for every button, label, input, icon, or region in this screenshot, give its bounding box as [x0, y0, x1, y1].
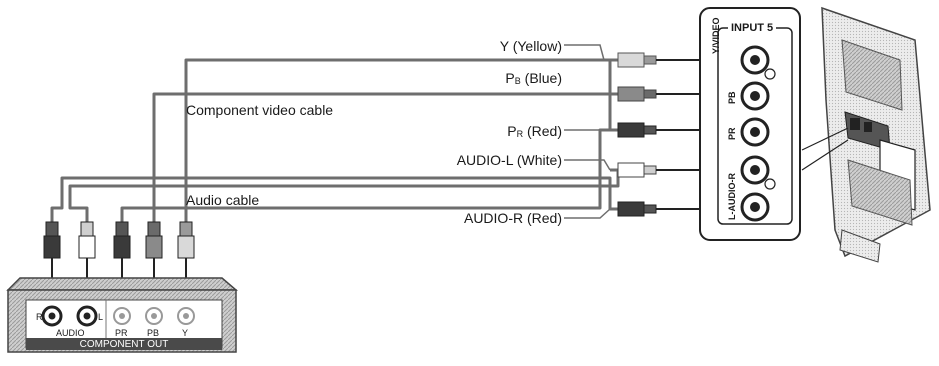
device-jack-audio-r — [41, 305, 63, 327]
cable-bundle-right — [600, 58, 618, 172]
plug-audio-l-tv — [617, 162, 710, 178]
plug-audio-r-tv — [617, 201, 710, 217]
pr-label-rest: (Red) — [523, 123, 562, 139]
device-label-pr: PR — [115, 328, 128, 338]
tv-jack-label-pr: PR — [727, 127, 737, 140]
cable-pr — [120, 128, 618, 222]
audio-cable-label: Audio cable — [186, 192, 260, 208]
device-label-pb: PB — [147, 328, 160, 338]
device-jack-audio-l — [76, 305, 98, 327]
pb-label-sub: B — [514, 76, 521, 86]
tv-jack-label-audio: L-AUDIO-R — [727, 173, 737, 220]
tv-illustration — [801, 6, 931, 263]
tv-jack-label-pb: PB — [727, 91, 737, 104]
pb-blue-label: PB (Blue) — [460, 70, 562, 89]
tv-side-plugs — [617, 52, 710, 217]
component-video-cable-label: Component video cable — [186, 102, 334, 118]
av-device — [6, 277, 239, 353]
tv-jack-pb — [740, 81, 770, 111]
device-jack-pr — [113, 307, 131, 325]
pr-label-sub: R — [516, 129, 524, 139]
tv-jack-label-y-video: Y/VIDEO — [711, 17, 721, 54]
plug-pb-tv — [617, 86, 710, 102]
device-label-audio: AUDIO — [56, 328, 85, 338]
device-jack-pb — [145, 307, 163, 325]
device-footer-label: COMPONENT OUT — [79, 339, 169, 350]
label-leaders — [564, 44, 611, 219]
tv-jack-audio-r — [740, 192, 770, 222]
device-label-y: Y — [182, 328, 189, 338]
cable-audio-l — [68, 170, 620, 222]
tv-jack-pr — [740, 117, 770, 147]
tv-jack-audio-l — [740, 155, 776, 190]
plug-y-tv — [617, 52, 710, 68]
device-label-l: L — [98, 312, 104, 322]
pr-red-label: PR (Red) — [460, 123, 562, 142]
device-label-r: R — [36, 312, 43, 322]
tv-jack-y-video — [740, 45, 776, 80]
audio-r-red-label: AUDIO-R (Red) — [463, 210, 562, 226]
pb-label-main: P — [505, 70, 515, 86]
plug-pr-tv — [617, 122, 710, 138]
device-jack-y — [177, 307, 195, 325]
pr-label-main: P — [507, 123, 517, 139]
y-yellow-label: Y (Yellow) — [499, 38, 562, 54]
pb-label-rest: (Blue) — [520, 70, 562, 86]
tv-panel-title: INPUT 5 — [728, 20, 777, 36]
audio-l-white-label: AUDIO-L (White) — [456, 152, 562, 168]
